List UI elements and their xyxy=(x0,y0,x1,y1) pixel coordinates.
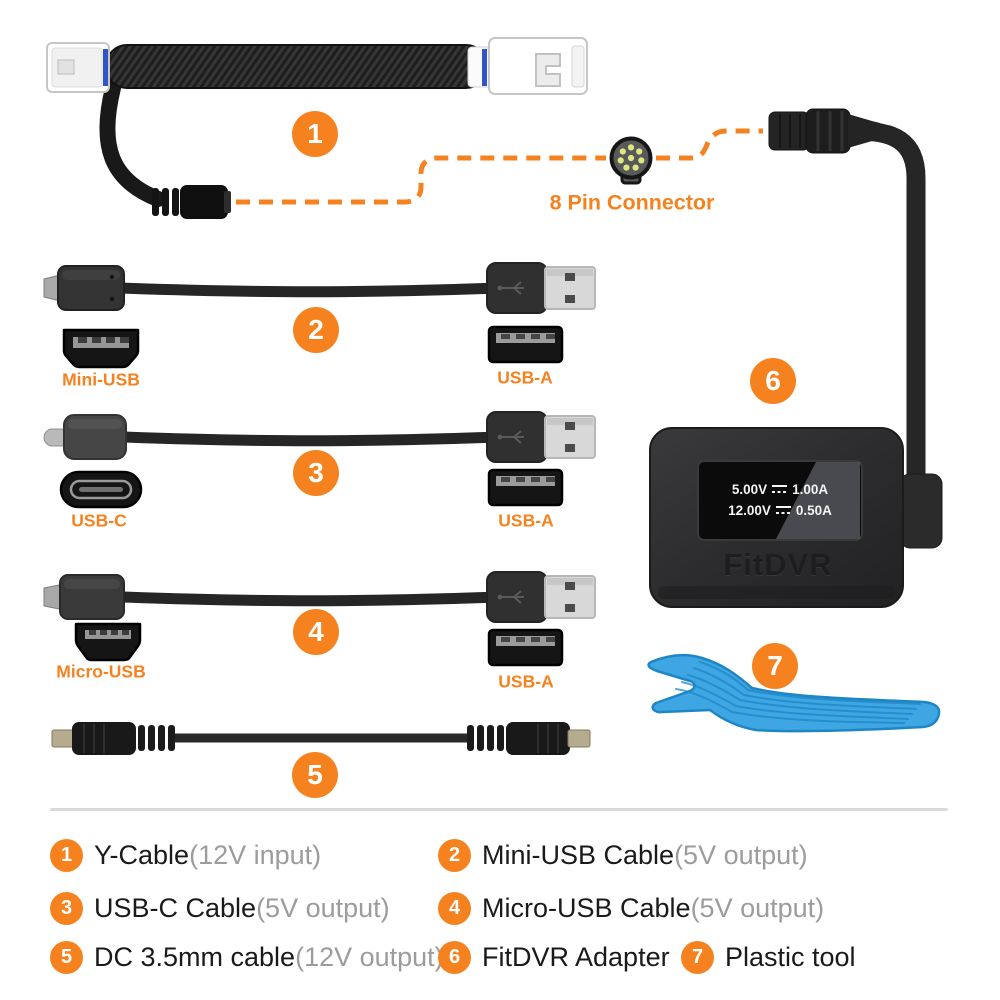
legend-name-4: Micro-USB Cable xyxy=(482,892,691,923)
legend-item-4: 4 Micro-USB Cable(5V output) xyxy=(438,891,824,925)
legend-item-2: 2 Mini-USB Cable(5V output) xyxy=(438,838,808,872)
legend-badge-3: 3 xyxy=(50,891,83,925)
display-line2-volts: 12.00V xyxy=(728,503,771,518)
legend-text-6: FitDVR Adapter xyxy=(482,942,670,973)
marker-2: 2 xyxy=(293,307,339,353)
plastic-tool-graphic xyxy=(647,653,941,733)
eight-pin-connector-icon xyxy=(609,136,653,185)
legend-badge-2: 2 xyxy=(438,838,471,872)
legend-badge-5: 5 xyxy=(50,940,83,974)
usb-c-label: USB-C xyxy=(71,510,127,531)
legend-name-2: Mini-USB Cable xyxy=(482,839,675,870)
legend-badge-6: 6 xyxy=(438,940,471,974)
legend-badge-7: 7 xyxy=(681,940,714,974)
legend-text-5: DC 3.5mm cable(12V output) xyxy=(94,942,444,973)
adapter-display: 5.00V 1.00A 12.00V 0.50A xyxy=(700,462,860,538)
marker-6: 6 xyxy=(750,358,796,404)
display-line-2: 12.00V 0.50A xyxy=(728,504,832,518)
adapter-graphic xyxy=(649,427,904,608)
y-cable-graphic xyxy=(46,37,588,219)
usb-c-cable-graphic xyxy=(43,411,596,509)
marker-5: 5 xyxy=(292,752,338,798)
dc-plug-cable-graphic xyxy=(768,108,943,549)
legend-spec-5: (12V output) xyxy=(295,941,444,972)
legend-spec-3: (5V output) xyxy=(256,892,390,923)
marker-7: 7 xyxy=(752,643,798,689)
dc-symbol-icon xyxy=(772,484,788,494)
usb-a-label-row4: USB-A xyxy=(498,671,554,692)
legend-spec-2: (5V output) xyxy=(674,839,808,870)
legend-text-1: Y-Cable(12V input) xyxy=(94,840,321,871)
legend-item-5: 5 DC 3.5mm cable(12V output) xyxy=(50,940,444,974)
legend-name-3: USB-C Cable xyxy=(94,892,257,923)
legend-name-1: Y-Cable xyxy=(94,839,190,870)
usb-a-label-row3: USB-A xyxy=(498,510,554,531)
display-line1-volts: 5.00V xyxy=(731,481,768,497)
legend-text-4: Micro-USB Cable(5V output) xyxy=(482,893,824,924)
marker-4: 4 xyxy=(293,609,339,655)
legend-item-6: 6 FitDVR Adapter xyxy=(438,940,670,974)
legend-name-5: DC 3.5mm cable xyxy=(94,941,296,972)
adapter-brand-logo: FitDVR xyxy=(723,547,833,582)
micro-usb-label: Micro-USB xyxy=(56,661,146,682)
legend-divider xyxy=(50,808,948,811)
eight-pin-connector-label: 8 Pin Connector xyxy=(549,190,715,215)
display-line1-amps: 1.00A xyxy=(792,481,829,497)
mini-usb-label: Mini-USB xyxy=(62,369,140,390)
legend-item-3: 3 USB-C Cable(5V output) xyxy=(50,891,390,925)
dc-symbol-icon xyxy=(775,506,791,516)
micro-usb-cable-graphic xyxy=(43,571,596,667)
display-line2-amps: 0.50A xyxy=(795,503,832,518)
dc-cable-graphic xyxy=(51,722,591,755)
display-line-1: 5.00V 1.00A xyxy=(731,481,829,497)
marker-1: 1 xyxy=(292,111,338,157)
legend-badge-1: 1 xyxy=(50,838,83,872)
usb-a-label-row2: USB-A xyxy=(497,367,553,388)
mini-usb-cable-graphic xyxy=(43,262,596,369)
legend-text-3: USB-C Cable(5V output) xyxy=(94,893,390,924)
connection-dashed-line xyxy=(236,128,763,205)
marker-3: 3 xyxy=(293,450,339,496)
legend-item-1: 1 Y-Cable(12V input) xyxy=(50,838,321,872)
legend-text-2: Mini-USB Cable(5V output) xyxy=(482,840,808,871)
legend-badge-4: 4 xyxy=(438,891,471,925)
legend-name-7: Plastic tool xyxy=(725,941,856,972)
legend-item-7: 7 Plastic tool xyxy=(681,940,856,974)
legend-spec-1: (12V input) xyxy=(189,839,322,870)
legend-text-7: Plastic tool xyxy=(725,942,856,973)
legend-name-6: FitDVR Adapter xyxy=(482,941,670,972)
legend-spec-4: (5V output) xyxy=(690,892,825,923)
